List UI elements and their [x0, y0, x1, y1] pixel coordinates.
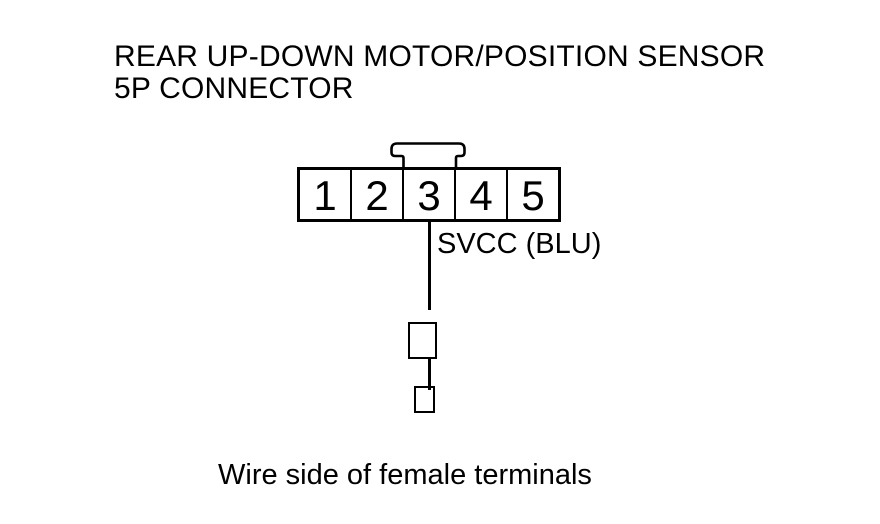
connector-body: 1 2 3 4 5	[297, 167, 561, 222]
pin-number-1: 1	[313, 172, 337, 219]
page-title-line1: REAR UP-DOWN MOTOR/POSITION SENSOR	[114, 40, 766, 73]
pin-cell-3: 3	[402, 170, 454, 219]
pin-number-4: 4	[469, 172, 493, 219]
page-title: REAR UP-DOWN MOTOR/POSITION SENSOR 5P CO…	[114, 41, 765, 105]
terminal-probe-large-icon	[408, 322, 437, 359]
connector-keyway-tab-icon	[390, 142, 466, 169]
pin-cell-1: 1	[300, 170, 350, 219]
pin-number-3: 3	[417, 172, 441, 219]
probe-link-line	[428, 358, 431, 390]
terminal-probe-small-icon	[414, 386, 435, 413]
pin-number-2: 2	[365, 172, 389, 219]
pin-cell-5: 5	[506, 170, 558, 219]
page-title-line2: 5P CONNECTOR	[114, 72, 354, 105]
wire-line-pin3	[428, 222, 431, 310]
diagram-caption: Wire side of female terminals	[218, 459, 592, 491]
pin-cell-2: 2	[350, 170, 402, 219]
pin-cell-4: 4	[454, 170, 506, 219]
pin-number-5: 5	[521, 172, 545, 219]
wire-label: SVCC (BLU)	[437, 228, 602, 260]
